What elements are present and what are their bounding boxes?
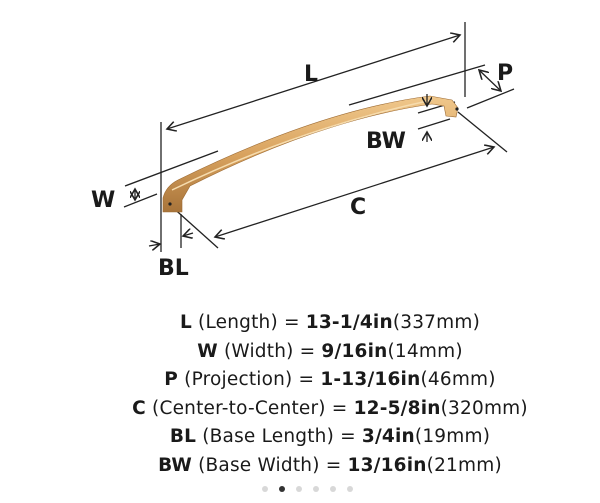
label-base-width: BW	[366, 129, 406, 154]
label-width: W	[91, 188, 115, 213]
spec-code: L	[179, 312, 192, 333]
spec-row-width: W (Width) = 9/16in(14mm)	[0, 338, 600, 367]
spec-metric: (19mm)	[414, 426, 491, 448]
spec-row-projection: P (Projection) = 1-13/16in(46mm)	[0, 366, 600, 395]
spec-name: (Width) =	[223, 340, 316, 362]
spec-name: (Base Length) =	[202, 426, 356, 448]
carousel-pagination	[262, 486, 353, 492]
spec-row-base-width: BW (Base Width) = 13/16in(21mm)	[0, 452, 600, 481]
carousel-dot[interactable]	[330, 486, 336, 492]
carousel-dot[interactable]	[347, 486, 353, 492]
carousel-dot[interactable]	[262, 486, 268, 492]
spec-name: (Base Width) =	[198, 454, 342, 476]
spec-imperial: 9/16in	[321, 340, 388, 362]
label-length: L	[304, 62, 318, 87]
spec-name: (Length) =	[198, 312, 300, 333]
carousel-dot[interactable]	[313, 486, 319, 492]
label-base-length: BL	[158, 256, 189, 281]
label-center-to-center: C	[350, 195, 366, 220]
spec-code: P	[164, 369, 179, 391]
spec-metric: (46mm)	[420, 369, 496, 391]
spec-imperial: 13/16in	[347, 454, 427, 476]
spec-imperial: 1-13/16in	[320, 369, 421, 391]
spec-code: W	[197, 340, 218, 362]
spec-metric: (21mm)	[426, 454, 502, 476]
spec-row-length: L (Length) = 13-1/4in(337mm)	[0, 309, 600, 338]
spec-metric: (337mm)	[392, 312, 481, 333]
cabinet-pull-handle	[162, 95, 459, 213]
spec-imperial: 3/4in	[361, 426, 415, 448]
specifications-list: L (Length) = 13-1/4in(337mm) W (Width) =…	[0, 309, 600, 481]
spec-code: BW	[158, 454, 193, 476]
spec-code: C	[132, 397, 146, 419]
spec-name: (Projection) =	[184, 369, 315, 391]
spec-imperial: 12-5/8in	[353, 397, 441, 419]
spec-metric: (14mm)	[387, 340, 463, 362]
dimension-diagram: L P BW W C BL	[91, 22, 515, 281]
spec-code: BL	[169, 426, 197, 448]
spec-name: (Center-to-Center) =	[152, 397, 348, 419]
spec-imperial: 13-1/4in	[305, 312, 393, 333]
label-projection: P	[497, 61, 513, 86]
spec-row-base-length: BL (Base Length) = 3/4in(19mm)	[0, 423, 600, 452]
spec-row-center-to-center: C (Center-to-Center) = 12-5/8in(320mm)	[0, 395, 600, 424]
carousel-dot[interactable]	[279, 486, 285, 492]
carousel-dot[interactable]	[296, 486, 302, 492]
spec-metric: (320mm)	[440, 397, 528, 419]
